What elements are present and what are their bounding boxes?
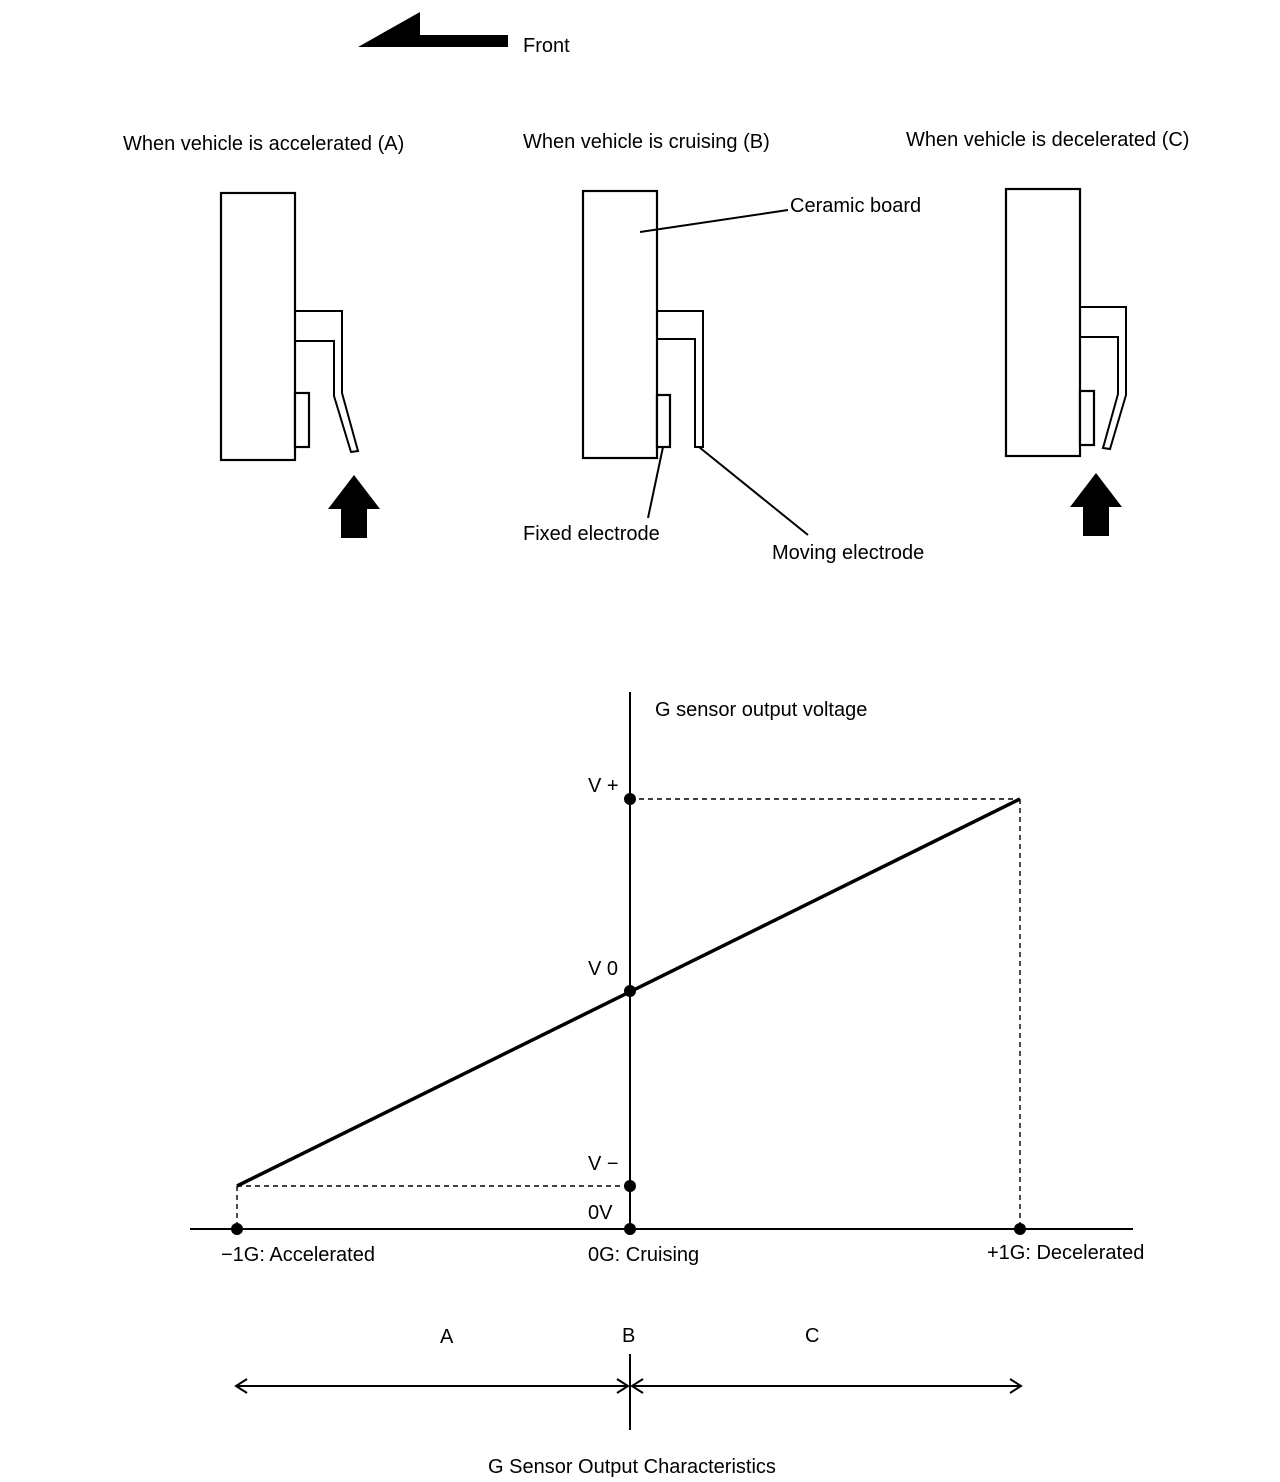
fixed-electrode-a	[293, 391, 311, 449]
front-label: Front	[523, 35, 570, 57]
v-zero-point	[624, 985, 636, 997]
v-minus-point	[624, 1180, 636, 1192]
plus-1g-point	[1014, 1223, 1026, 1235]
moving-electrode-leader	[698, 446, 809, 536]
v-plus-point	[624, 793, 636, 805]
ceramic-board-leader	[639, 209, 789, 233]
minus-1g-point	[231, 1223, 243, 1235]
moving-electrode-callout: Moving electrode	[772, 542, 924, 564]
panel-a-title: When vehicle is accelerated (A)	[123, 133, 404, 155]
inertia-arrow-up-icon-a	[328, 475, 380, 538]
sensor-decelerated	[1004, 187, 1127, 536]
origin-point	[624, 1223, 636, 1235]
y-axis-title: G sensor output voltage	[655, 699, 867, 721]
v-minus-label: V −	[588, 1153, 619, 1175]
range-b-label: B	[622, 1325, 635, 1347]
ceramic-board-c	[1004, 187, 1082, 458]
sensor-accelerated	[219, 191, 380, 538]
diagram-caption: G Sensor Output Characteristics	[488, 1456, 776, 1478]
panel-c-title: When vehicle is decelerated (C)	[906, 129, 1189, 151]
range-c-label: C	[805, 1325, 819, 1347]
moving-electrode-a	[295, 310, 360, 454]
minus-1g-label: −1G: Accelerated	[221, 1244, 375, 1266]
ceramic-board-a	[219, 191, 297, 462]
range-c-arrow	[630, 1378, 1023, 1394]
moving-electrode-c	[1080, 306, 1127, 451]
fixed-electrode-c	[1078, 389, 1096, 447]
front-arrow-icon	[358, 12, 508, 47]
plus-1g-label: +1G: Decelerated	[987, 1242, 1144, 1264]
zero-g-label: 0G: Cruising	[588, 1244, 699, 1266]
sensor-cruising	[581, 189, 809, 536]
ceramic-board-b	[581, 189, 659, 460]
inertia-arrow-up-icon-c	[1070, 473, 1122, 536]
fixed-electrode-b	[655, 393, 672, 449]
v-zero-label: V 0	[588, 958, 618, 980]
zero-v-label: 0V	[588, 1202, 613, 1224]
panel-b-title: When vehicle is cruising (B)	[523, 131, 770, 153]
v-plus-label: V +	[588, 775, 619, 797]
range-a-arrow	[234, 1378, 630, 1394]
range-a-label: A	[440, 1326, 454, 1348]
ceramic-board-callout: Ceramic board	[790, 195, 921, 217]
fixed-electrode-callout: Fixed electrode	[523, 523, 660, 545]
fixed-electrode-leader	[647, 446, 664, 519]
